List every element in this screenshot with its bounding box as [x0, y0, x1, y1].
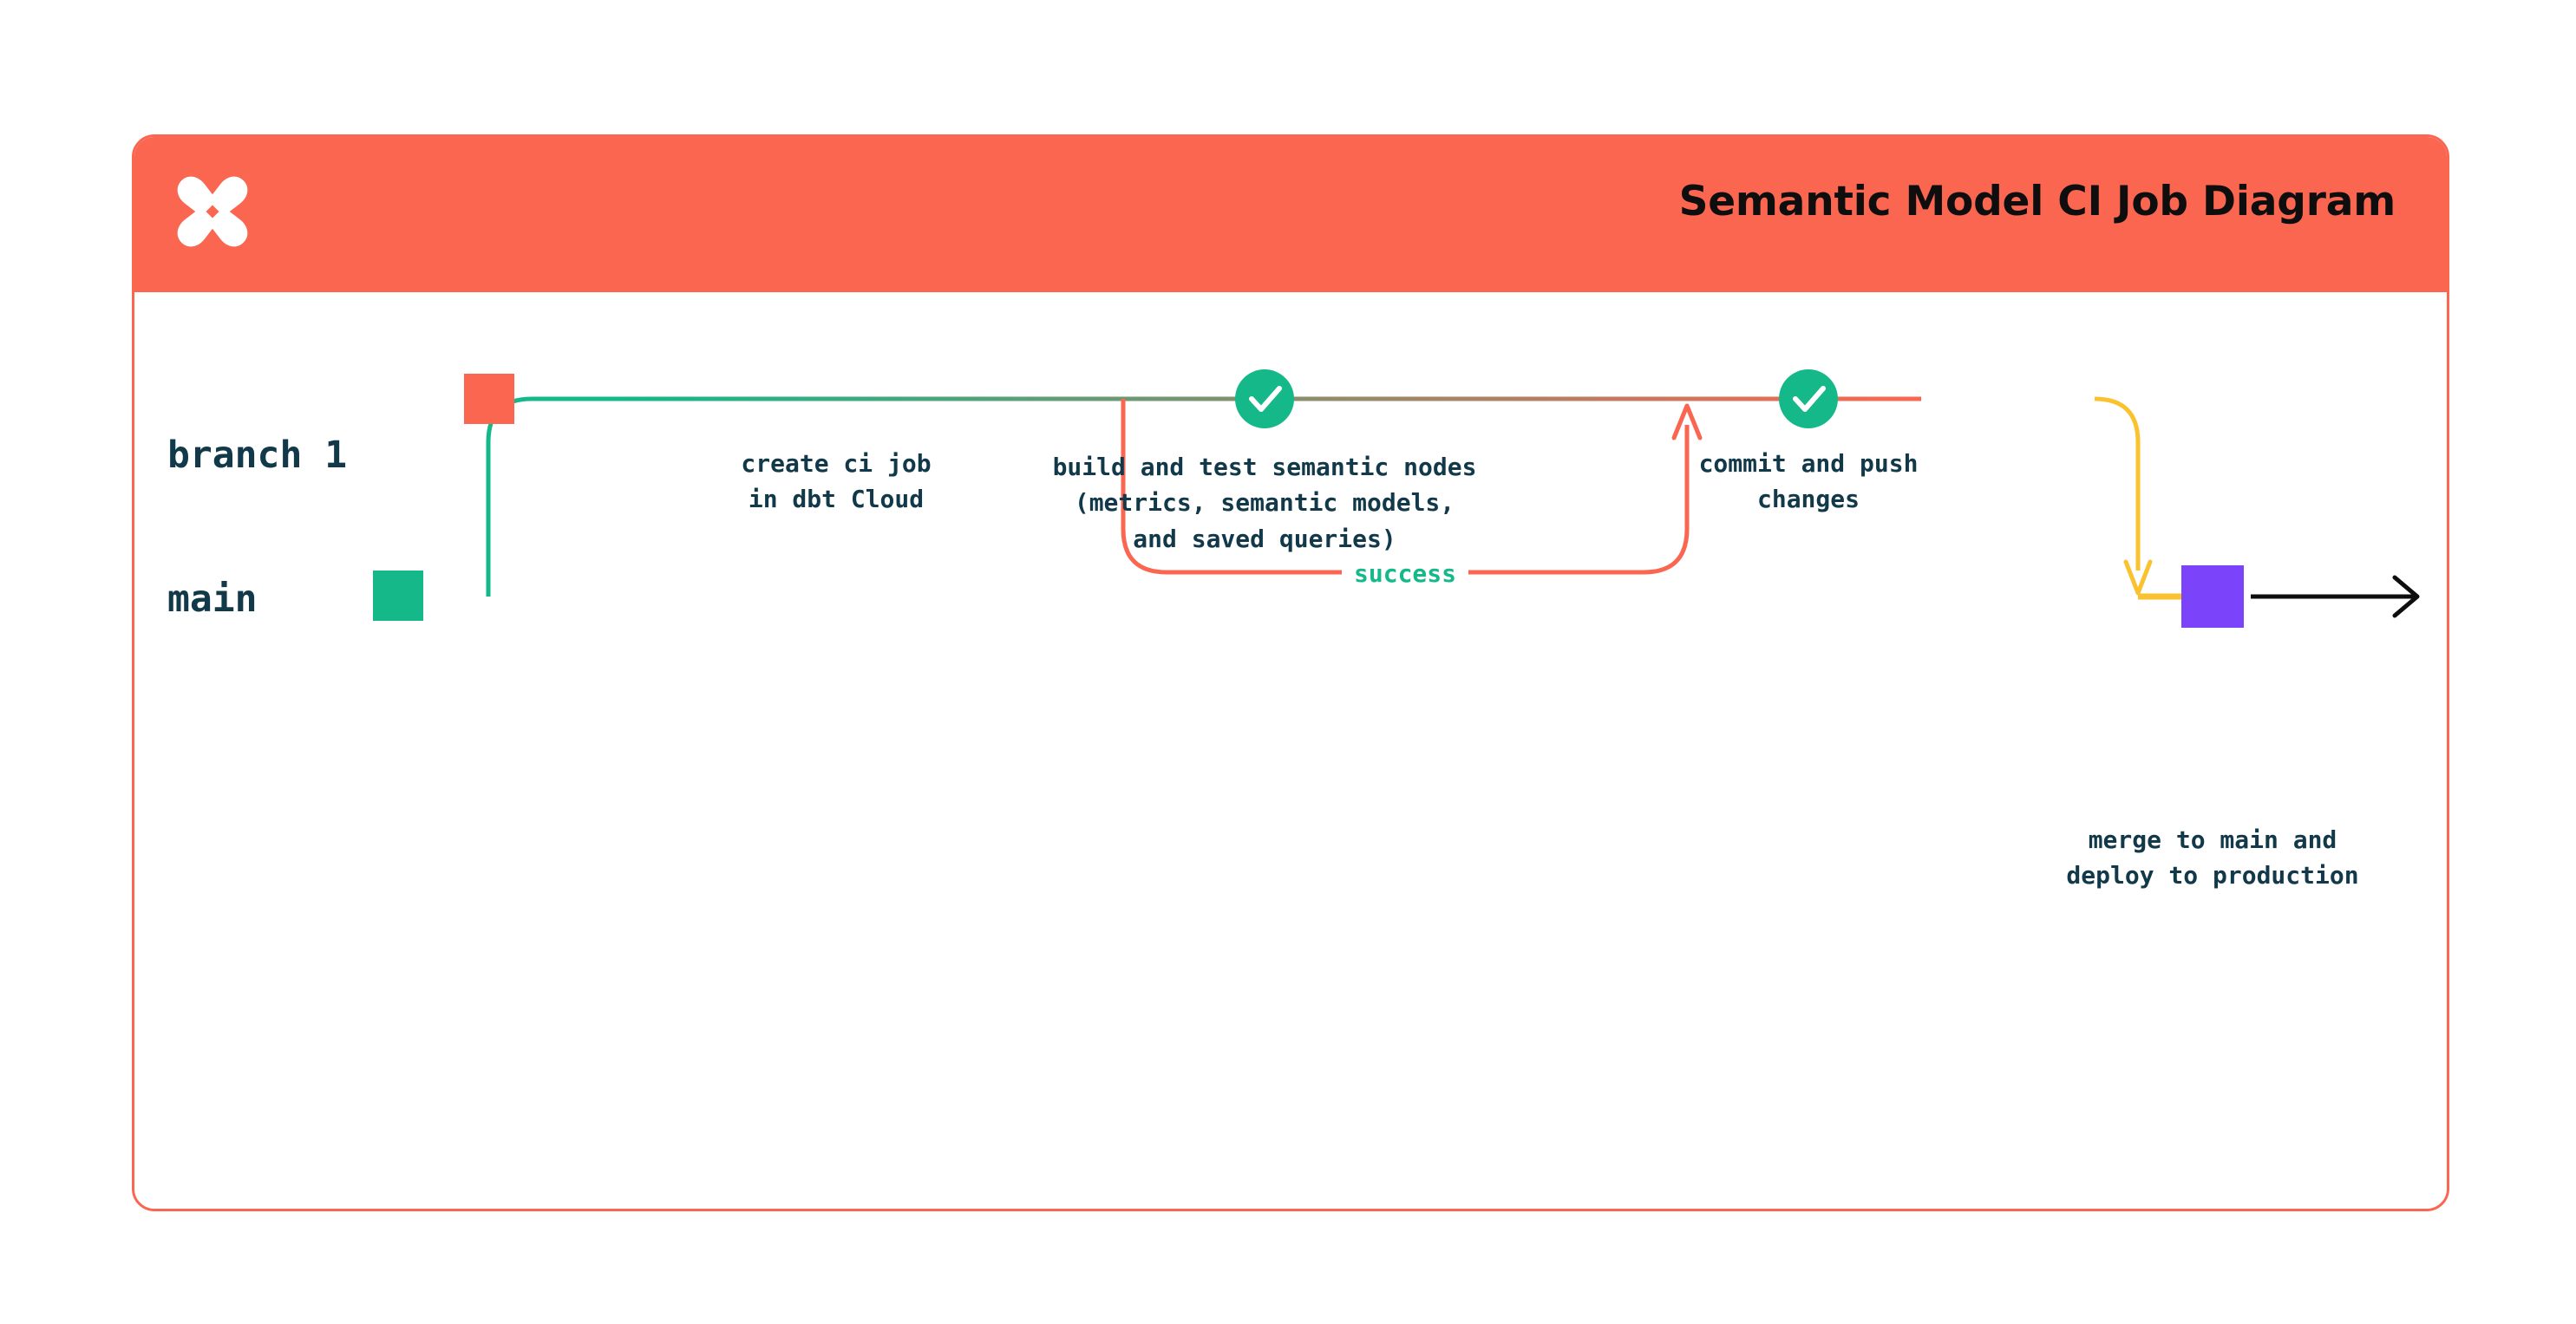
- dbt-x-logo-icon: [172, 171, 253, 252]
- merge-down-arrowhead-icon: [2123, 559, 2153, 596]
- lane-label-main: main: [167, 577, 258, 621]
- main-continue-arrowhead-icon: [2392, 575, 2420, 618]
- caption-merge-to-main: merge to main and deploy to production: [2066, 825, 2359, 890]
- node-create-ci-job[interactable]: [464, 374, 514, 424]
- edge-label-success: success: [1342, 559, 1469, 588]
- diagram-canvas: branch 1 main create ci job in dbt Cloud…: [134, 295, 2447, 1209]
- edge-merge-down: [2094, 396, 2141, 571]
- node-merge-to-main[interactable]: [2181, 565, 2244, 628]
- diagram-card: Semantic Model CI Job Diagram: [132, 134, 2449, 1211]
- diagram-edges: [373, 369, 2420, 628]
- node-build-and-test[interactable]: [1235, 369, 1294, 428]
- page-title: Semantic Model CI Job Diagram: [1678, 178, 2396, 225]
- success-loop-arrowhead-icon: [1671, 403, 1703, 440]
- check-icon: [1793, 386, 1826, 412]
- check-icon: [1249, 386, 1282, 412]
- caption-build-and-test: build and test semantic nodes (metrics, …: [1052, 453, 1477, 553]
- caption-commit-and-push: commit and push changes: [1698, 449, 1919, 514]
- node-commit-and-push[interactable]: [1779, 369, 1838, 428]
- lane-label-branch-1: branch 1: [167, 434, 348, 477]
- node-main-start[interactable]: [373, 571, 423, 621]
- card-header: Semantic Model CI Job Diagram: [134, 137, 2447, 292]
- caption-create-ci-job: create ci job in dbt Cloud: [741, 449, 932, 514]
